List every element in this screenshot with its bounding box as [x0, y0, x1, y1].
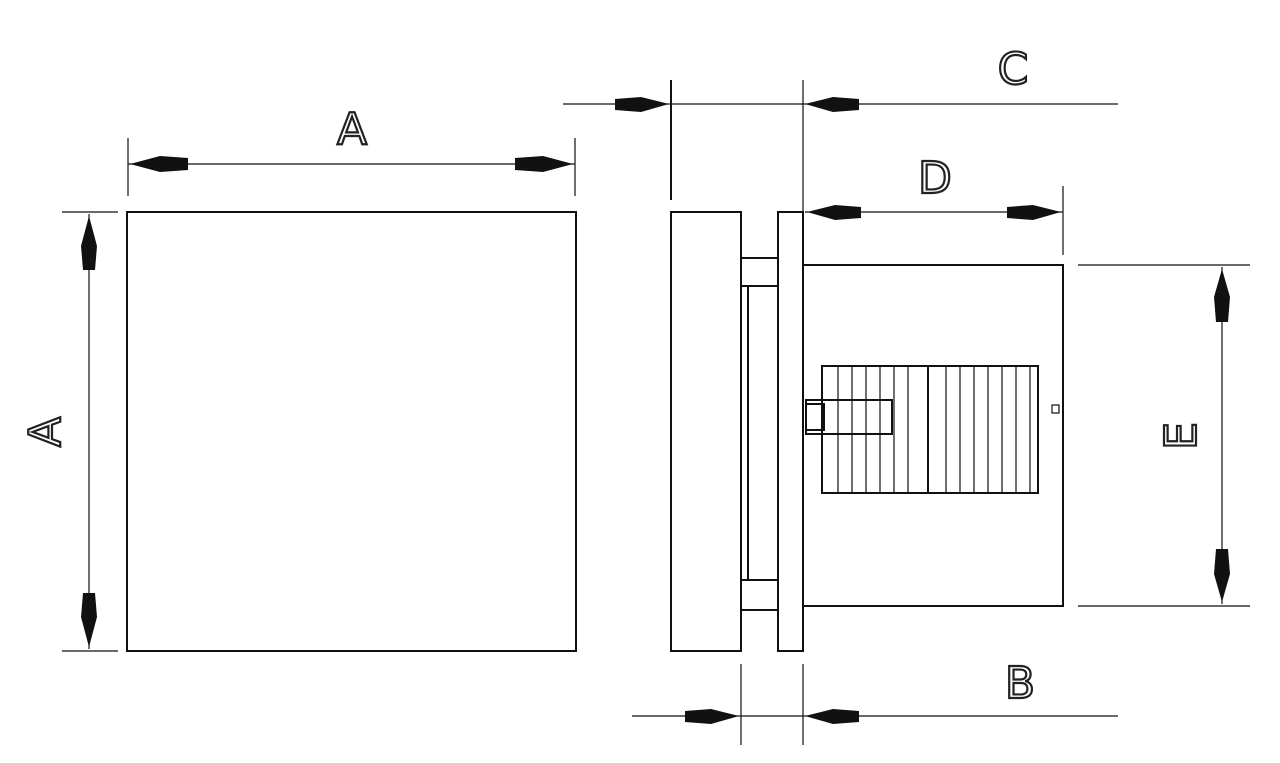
arrowhead	[685, 709, 739, 724]
dimension-d: D	[805, 152, 1064, 255]
arrowhead	[130, 156, 188, 172]
cover-plate	[670, 211, 742, 652]
dimension-a-top: A	[127, 103, 576, 196]
dimension-a-left: A	[19, 211, 118, 652]
terminal-ribs	[837, 366, 1031, 493]
front-view	[126, 211, 577, 652]
mounting-flange	[777, 211, 804, 652]
dimension-e: E	[1078, 264, 1250, 607]
arrowhead	[81, 216, 97, 270]
arrowhead	[805, 97, 859, 112]
arrowhead	[1007, 205, 1061, 220]
arrowhead	[805, 709, 859, 724]
label-a-left: A	[20, 417, 71, 447]
label-c: C	[998, 44, 1029, 95]
front-panel	[126, 211, 577, 652]
label-a-top: A	[337, 104, 367, 155]
arrowhead	[615, 97, 669, 112]
label-b: B	[1005, 658, 1035, 709]
arrowhead	[515, 156, 573, 172]
arrowhead	[1214, 549, 1230, 602]
cable-gland	[805, 399, 893, 435]
dimension-c: C	[563, 43, 1118, 265]
motor-housing	[802, 264, 1064, 607]
dimension-b: B	[632, 657, 1118, 745]
arrowhead	[807, 205, 861, 220]
screw	[1051, 404, 1060, 414]
label-d: D	[918, 153, 952, 204]
cable-gland-nut	[805, 403, 825, 431]
arrowhead	[1214, 269, 1230, 322]
arrowhead	[81, 593, 97, 647]
side-view	[670, 211, 1064, 652]
label-e: E	[1156, 422, 1207, 450]
terminal-block	[821, 365, 1039, 494]
